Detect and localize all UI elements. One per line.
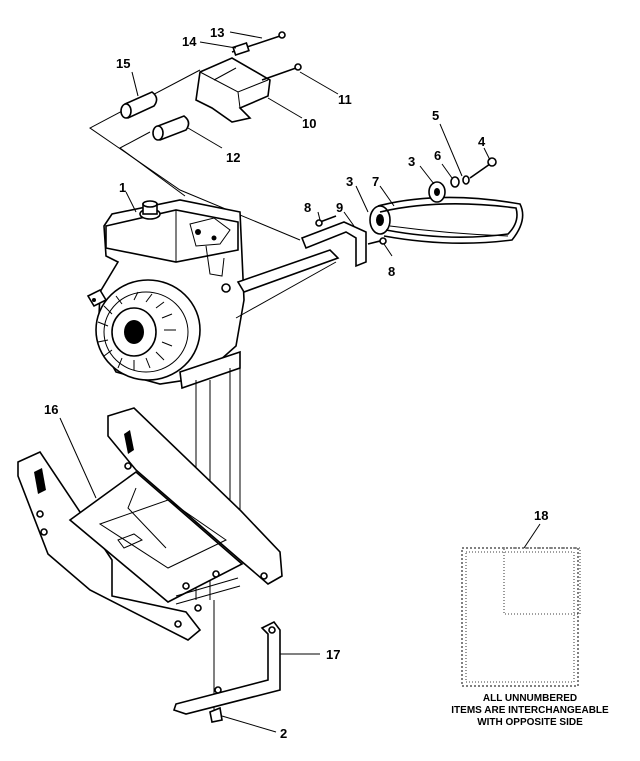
interchangeable-note: ALL UNNUMBERED ITEMS ARE INTERCHANGEABLE… bbox=[430, 693, 630, 729]
callout-6: 6 bbox=[434, 148, 441, 163]
roller-12 bbox=[152, 115, 190, 141]
bolt-8a bbox=[315, 215, 337, 227]
spacer-14 bbox=[232, 42, 250, 56]
callout-9: 9 bbox=[336, 200, 343, 215]
chassis-16 bbox=[17, 407, 283, 641]
note-line-3: WITH OPPOSITE SIDE bbox=[477, 717, 583, 728]
callout-5: 5 bbox=[432, 108, 439, 123]
callout-17: 17 bbox=[326, 647, 340, 662]
callout-8b: 8 bbox=[388, 264, 395, 279]
callout-11: 11 bbox=[338, 92, 352, 107]
note-line-2: ITEMS ARE INTERCHANGEABLE bbox=[451, 705, 609, 716]
callout-2: 2 bbox=[280, 726, 287, 741]
top-bracket-assembly bbox=[89, 31, 339, 241]
bracket-10 bbox=[195, 57, 271, 123]
roller-15 bbox=[120, 91, 158, 119]
belt-7 bbox=[377, 196, 524, 244]
engine bbox=[86, 191, 340, 712]
pulley-3-right bbox=[428, 181, 446, 203]
callout-7: 7 bbox=[372, 174, 379, 189]
callout-13: 13 bbox=[210, 25, 224, 40]
bolt-4 bbox=[469, 157, 497, 179]
washer-6 bbox=[450, 176, 460, 188]
callout-14: 14 bbox=[182, 34, 197, 49]
bolt-11 bbox=[261, 63, 302, 81]
callout-18: 18 bbox=[534, 508, 548, 523]
note-line-1: ALL UNNUMBERED bbox=[482, 693, 578, 704]
callout-3b: 3 bbox=[408, 154, 415, 169]
callout-12: 12 bbox=[226, 150, 240, 165]
callout-15: 15 bbox=[116, 56, 130, 71]
bolt-2 bbox=[209, 706, 277, 733]
callouts: 1 2 3 3 4 5 6 7 8 8 9 10 11 12 13 14 15 … bbox=[44, 25, 548, 741]
callout-16: 16 bbox=[44, 402, 58, 417]
callout-10: 10 bbox=[302, 116, 316, 131]
bracket-17 bbox=[172, 620, 320, 715]
callout-4: 4 bbox=[478, 134, 486, 149]
decal-18 bbox=[461, 523, 581, 687]
belt-drive bbox=[300, 123, 524, 268]
callout-3a: 3 bbox=[346, 174, 353, 189]
washer-5 bbox=[462, 175, 470, 185]
callout-8a: 8 bbox=[304, 200, 311, 215]
callout-1: 1 bbox=[119, 180, 126, 195]
bolt-8b bbox=[367, 237, 387, 245]
